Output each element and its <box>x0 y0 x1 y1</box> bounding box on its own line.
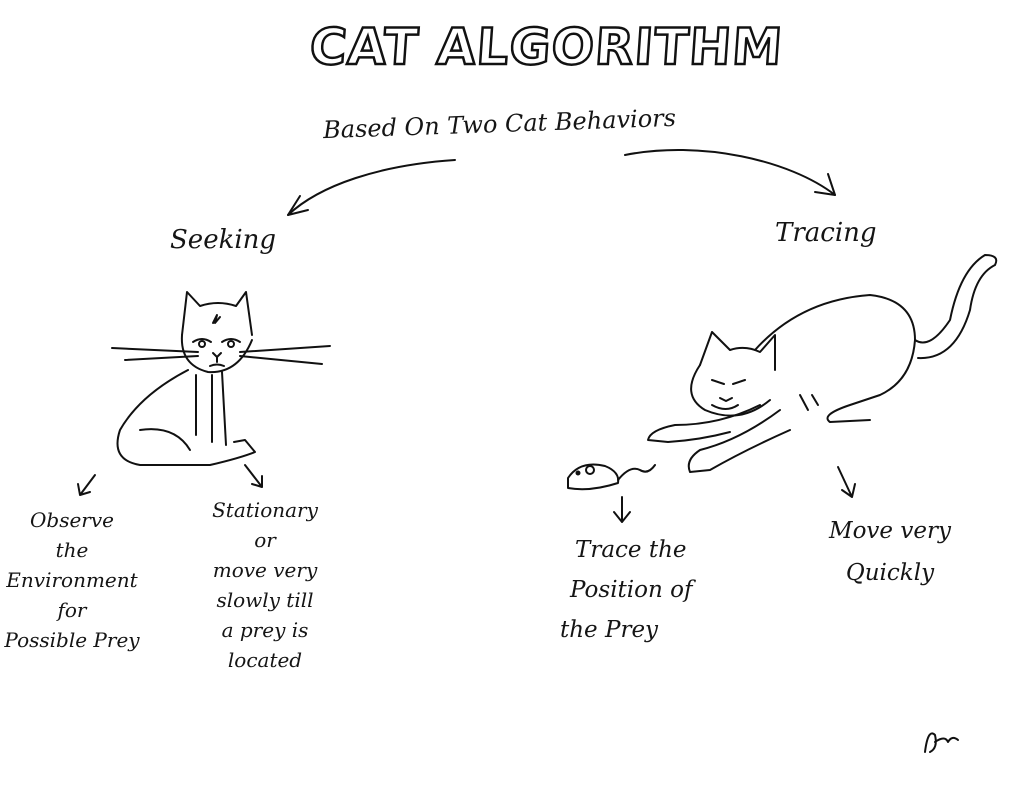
outcome-line: or <box>254 528 276 552</box>
page-title: CAT ALGORITHM <box>307 17 786 78</box>
outcome-stationary: Stationary or move very slowly till a pr… <box>195 495 335 675</box>
mouse-drawing <box>567 463 656 491</box>
arrow-to-tracing <box>624 149 836 196</box>
outcome-observe: Observe the Environment for Possible Pre… <box>2 505 142 655</box>
outcome-line: Possible Prey <box>4 628 140 652</box>
outcome-line: slowly till <box>216 588 314 612</box>
outcome-line: Position of <box>570 577 693 603</box>
outcome-line: the <box>55 538 89 562</box>
outcome-line: Environment <box>6 568 138 592</box>
outcome-line: Move very <box>829 518 951 544</box>
outcome-line: Trace the <box>575 537 687 563</box>
seeking-cat-drawing <box>111 291 331 466</box>
tracing-cat-drawing <box>647 254 998 473</box>
outcome-line: the Prey <box>560 617 659 643</box>
tracing-label: Tracing <box>775 218 877 248</box>
arrow-to-seeking <box>287 159 456 216</box>
outcome-trace: Trace the Position of the Prey <box>560 530 720 650</box>
outcome-line: Stationary <box>212 498 318 522</box>
outcome-line: located <box>227 648 303 672</box>
outcome-move-quickly: Move very Quickly <box>805 510 975 594</box>
outcome-line: move very <box>212 558 318 582</box>
outcome-line: Quickly <box>845 560 935 586</box>
signature-mark <box>924 732 959 753</box>
outcome-line: a prey is <box>221 618 309 642</box>
outcome-line: Observe <box>30 508 114 532</box>
seeking-label: Seeking <box>170 225 277 255</box>
outcome-line: for <box>57 598 87 622</box>
outcome-arrows <box>77 464 856 523</box>
